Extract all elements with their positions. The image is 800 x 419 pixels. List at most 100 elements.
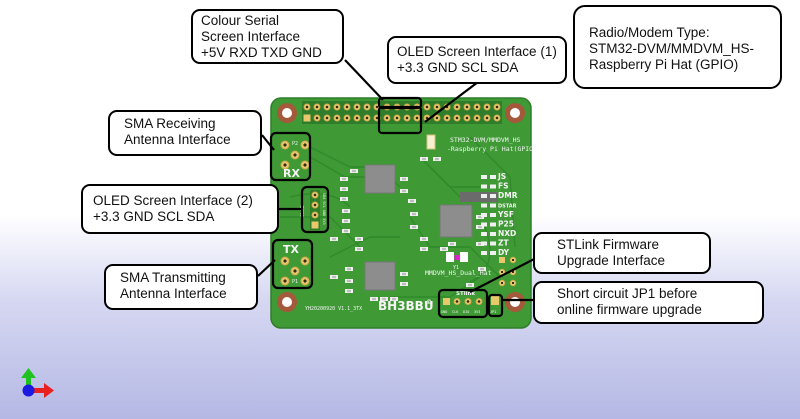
gpio-pin [463, 103, 471, 111]
smd-component-body [478, 242, 482, 246]
smd-component-body [410, 199, 414, 203]
gpio-pin [363, 114, 371, 122]
gpio-pin [493, 103, 501, 111]
gpio-pin [413, 114, 421, 122]
smd-component-body [450, 242, 454, 246]
gpio-pin [353, 114, 361, 122]
smd-component-body [342, 187, 346, 191]
smd-component-body [480, 267, 484, 271]
gpio-pin [453, 103, 461, 111]
callout-oled2: OLED Screen Interface (2) +3.3 GND SCL S… [81, 184, 279, 234]
callout-line: STM32-DVM/MMDVM_HS- [589, 41, 755, 56]
callout-line: Screen Interface [201, 29, 301, 44]
mode-led-resistor [481, 232, 487, 236]
mode-led-resistor [481, 203, 487, 208]
highlight-stlink [437, 288, 489, 319]
mode-led-label: DMR [498, 191, 518, 200]
smd-component-body [442, 247, 446, 251]
smd-component-body [382, 297, 386, 301]
gpio-base [302, 101, 502, 124]
gpio-pin [453, 114, 461, 122]
callout-line: +3.3 GND SCL SDA [397, 60, 519, 75]
gpio-pin-1 [303, 114, 311, 122]
smd-component-body [402, 189, 406, 193]
smd-component-body [468, 283, 472, 287]
sma-tx-footprint: TX P1 [280, 243, 310, 286]
smd-component-body [412, 225, 416, 229]
stlink-pin-dio: DIO [463, 310, 469, 314]
stlink-pin-3v3: 3V3 [474, 310, 480, 314]
gpio-pin [363, 103, 371, 111]
gpio-pin [333, 103, 341, 111]
highlight-oled1 [377, 105, 423, 135]
gpio-pin [353, 103, 361, 111]
smd-component-body [402, 177, 406, 181]
mode-led-label: DSTAR [498, 204, 517, 210]
callout-line: Radio/Modem Type: [589, 25, 710, 40]
pcb-board: P2 RX TX P1 OLED SDA SCL GND 3V3 Y1 STM3… [270, 97, 532, 329]
smd-component-body [347, 289, 351, 293]
callout-stlink: STLink Firmware Upgrade Interface [533, 232, 711, 274]
version-label: YH20200920 V1.1_3TX [305, 306, 362, 312]
stlink-pin-clk: CLK [452, 310, 459, 314]
callout-colour-serial: Colour Serial Screen Interface +5V RXD T… [191, 9, 344, 64]
mode-led-label: NXD [498, 229, 516, 238]
rx-label: RX [283, 167, 300, 180]
callout-oled1: OLED Screen Interface (1) +3.3 GND SCL S… [387, 36, 567, 84]
smd-component-body [372, 297, 376, 301]
callout-line: STLink Firmware [557, 237, 660, 252]
mode-led-label: FS [498, 182, 509, 191]
gpio-pin [303, 103, 311, 111]
callout-line: Colour Serial [201, 13, 280, 28]
callout-line: +3.3 GND SCL SDA [93, 209, 215, 224]
gpio-pin [473, 114, 481, 122]
smd-component-body [357, 237, 361, 241]
smd-component-body [344, 229, 348, 233]
gpio-pin [423, 103, 431, 111]
copyright-mark: © [426, 299, 432, 306]
brand-label: BH3BBU [378, 299, 434, 313]
smd-components [330, 157, 486, 301]
smd-component-body [347, 279, 351, 283]
smd-component-body [342, 177, 346, 181]
mode-led-label: DY [498, 248, 510, 257]
gpio-pin [383, 114, 391, 122]
callout-line: Antenna Interface [124, 132, 231, 147]
axis-z-dot-icon [22, 384, 35, 397]
stlink-pin-gnd: GND [441, 310, 447, 314]
gpio-header [302, 101, 502, 124]
callout-line: online firmware upgrade [557, 302, 702, 317]
smd-component-body [412, 212, 416, 216]
mode-led [490, 251, 496, 255]
mode-led-resistor [481, 194, 487, 198]
axis-gizmo [21, 368, 54, 398]
callout-line: SMA Receiving [124, 116, 216, 131]
gpio-pin [483, 103, 491, 111]
mode-led [490, 213, 496, 217]
gpio-pin [473, 103, 481, 111]
connector-ic [460, 192, 498, 202]
smd-component-body [478, 215, 482, 219]
smd-component-body [402, 282, 406, 286]
sma-rx-footprint: P2 RX [280, 140, 310, 180]
axis-y-arrow-icon [21, 368, 36, 391]
crystal-label: Y1 [453, 265, 459, 271]
mode-led-resistor [481, 184, 487, 189]
gpio-pin [493, 114, 501, 122]
jp1-jumper: JP1 [490, 296, 499, 314]
smd-component-body [478, 225, 482, 229]
gpio-pin [483, 114, 491, 122]
gpio-pin [433, 103, 441, 111]
axis-x-arrow-icon [31, 383, 54, 398]
smd-component-body [402, 272, 406, 276]
smd-component-body [332, 237, 336, 241]
smd-component-body [422, 237, 426, 241]
callout-line: OLED Screen Interface (1) [397, 44, 557, 59]
smd-component-body [332, 275, 336, 279]
mode-led [490, 184, 496, 189]
highlight-oled2 [300, 185, 330, 234]
mode-led-resistor [481, 241, 487, 246]
smd-component-body [357, 247, 361, 251]
p1-label: P1 [292, 279, 298, 285]
